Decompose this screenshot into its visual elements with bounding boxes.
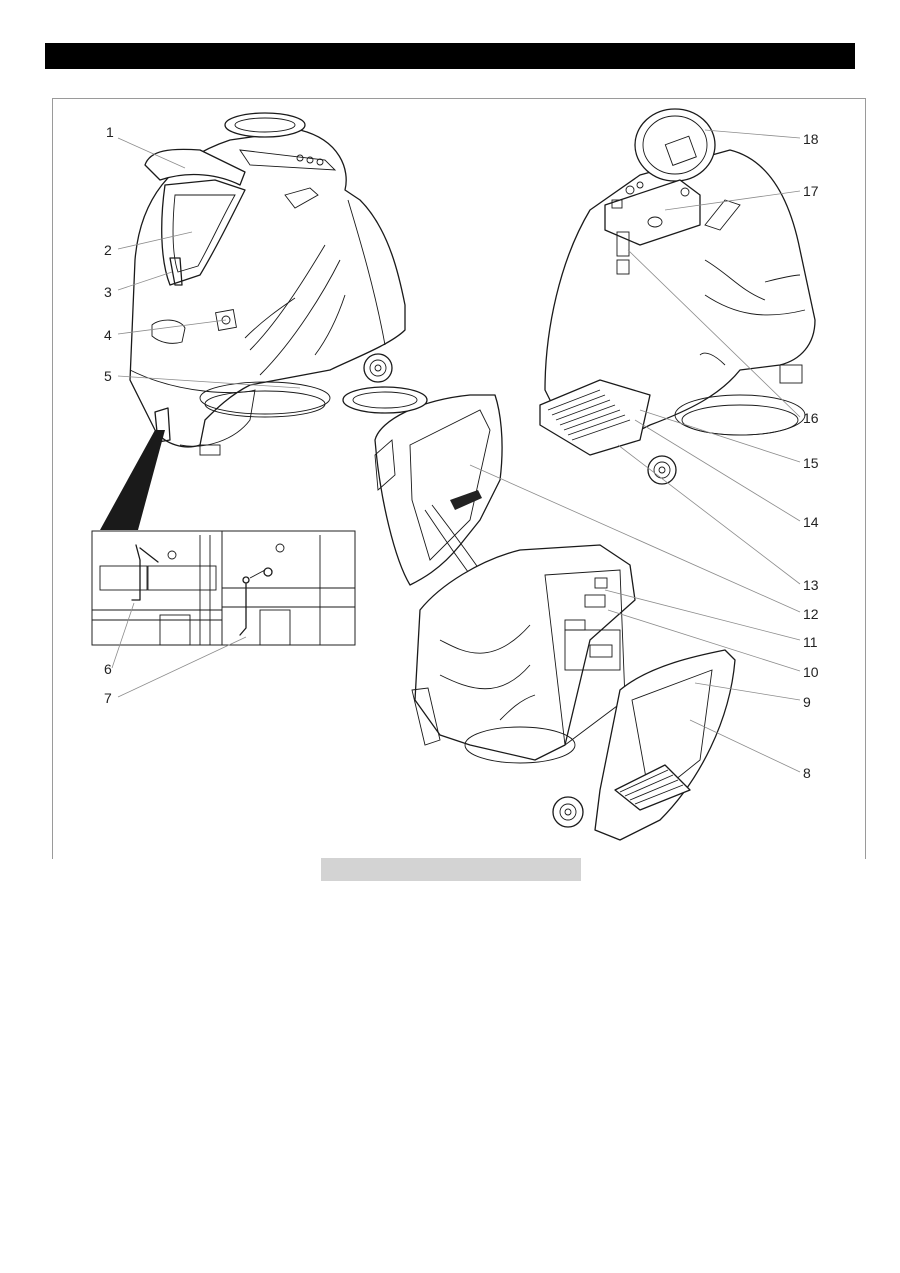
figure-caption-bar: [321, 858, 581, 881]
machine-front-view: [129, 112, 406, 456]
machine-rear-view: [539, 108, 816, 485]
callout-15: 15: [803, 455, 819, 471]
callout-16: 16: [803, 410, 819, 426]
callout-13: 13: [803, 577, 819, 593]
machine-open-view: [342, 386, 736, 841]
callout-9: 9: [803, 694, 811, 710]
callout-6: 6: [104, 661, 112, 677]
leader-lines: [111, 129, 801, 773]
callout-14: 14: [803, 514, 819, 530]
section-header-bar: [45, 43, 855, 69]
callout-17: 17: [803, 183, 819, 199]
callout-8: 8: [803, 765, 811, 781]
callout-11: 11: [803, 634, 818, 650]
callout-1: 1: [106, 124, 114, 140]
callout-18: 18: [803, 131, 819, 147]
inset-pointer: [100, 430, 165, 530]
callout-10: 10: [803, 664, 819, 680]
detail-inset: [91, 530, 356, 646]
figure-frame: [52, 98, 866, 859]
callout-5: 5: [104, 368, 112, 384]
callout-4: 4: [104, 327, 112, 343]
callout-3: 3: [104, 284, 112, 300]
callout-2: 2: [104, 242, 112, 258]
callout-12: 12: [803, 606, 819, 622]
callout-7: 7: [104, 690, 112, 706]
